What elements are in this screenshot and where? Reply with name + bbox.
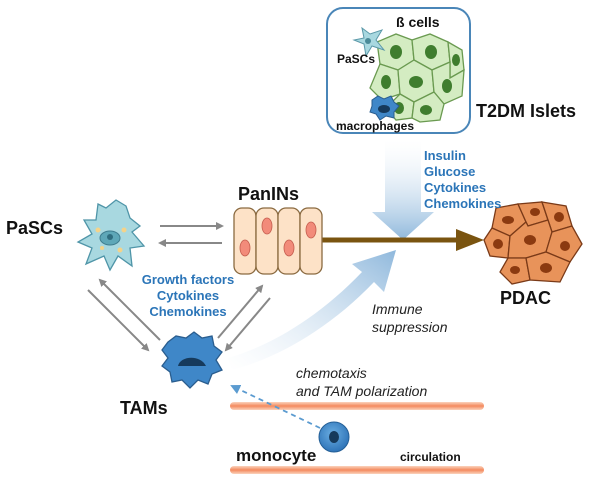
chemotaxis-label: chemotaxis and TAM polarization	[296, 364, 427, 400]
circulation-label: circulation	[400, 450, 461, 464]
islet-macrophage	[369, 95, 400, 121]
pasc-cell	[76, 199, 146, 272]
immune-suppression-arrow	[228, 250, 396, 370]
immune-suppression-label: Immune suppression	[372, 300, 448, 336]
pasc-panin-arrows	[158, 222, 224, 247]
islet-pasc-cell	[352, 26, 386, 58]
islet-factors-arrow	[372, 140, 434, 240]
factor-tam-chemokines: Chemokines	[149, 304, 227, 319]
beta-cell-nuclei	[381, 45, 460, 115]
islets-title: T2DM Islets	[476, 101, 577, 121]
islet-factors-list: Insulin Glucose Cytokines Chemokines	[424, 148, 501, 212]
chemotaxis-arrow	[230, 384, 321, 429]
pasc-tam-arrows	[87, 278, 161, 352]
factor-growth-factors: Growth factors	[141, 272, 235, 287]
chemotaxis-line-1: chemotaxis	[296, 365, 367, 381]
immune-line-1: Immune	[372, 301, 423, 317]
panins-label: PanINs	[238, 184, 300, 204]
pdac-nuclei	[493, 208, 570, 274]
tam-cell	[161, 331, 223, 389]
factor-insulin: Insulin	[424, 148, 466, 163]
immune-line-2: suppression	[372, 319, 448, 335]
panin-nuclei	[239, 217, 317, 257]
blood-vessel	[230, 402, 484, 474]
beta-cells-label: ß cells	[396, 14, 440, 30]
factor-cytokines: Cytokines	[424, 180, 487, 195]
islet-macrophages-label: macrophages	[336, 119, 415, 133]
factor-glucose: Glucose	[424, 164, 476, 179]
pdac-label: PDAC	[500, 288, 552, 308]
factor-chemokines: Chemokines	[424, 196, 502, 211]
monocyte-cell	[318, 421, 350, 453]
chemotaxis-line-2: and TAM polarization	[296, 383, 428, 399]
tam-panin-arrows	[217, 284, 271, 352]
islet-pascs-label: PaSCs	[337, 52, 376, 66]
tam-factors-list: Growth factors Cytokines Chemokines	[132, 272, 244, 320]
progression-arrow	[318, 229, 484, 251]
factor-tam-cytokines: Cytokines	[156, 288, 220, 303]
monocyte-label: monocyte	[236, 446, 317, 465]
t2dm-islets	[326, 7, 471, 134]
tams-label: TAMs	[120, 398, 168, 418]
pascs-label: PaSCs	[6, 218, 64, 238]
